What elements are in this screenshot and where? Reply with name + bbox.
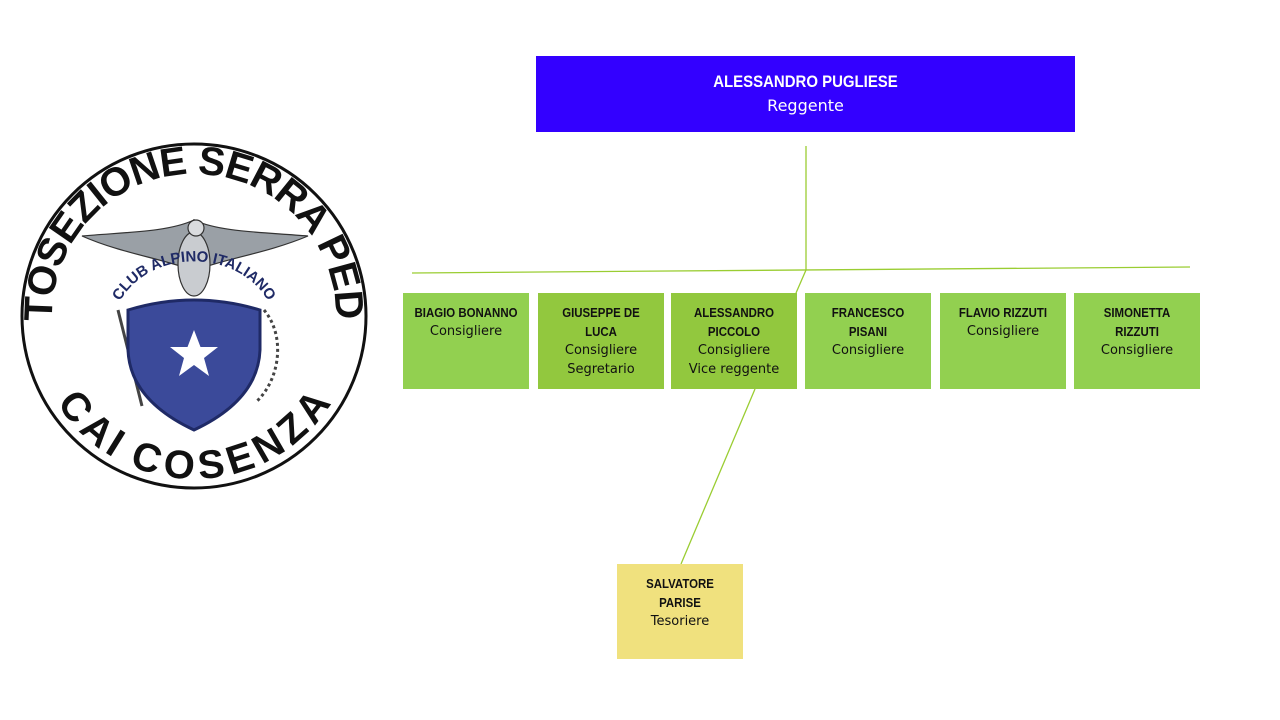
reggente-role: Reggente (767, 96, 844, 115)
connector-horizontal-bus (411, 266, 1191, 274)
star-icon (170, 330, 218, 376)
member-name: ALESSANDRO PICCOLO (693, 305, 775, 339)
treasurer-role: Tesoriere (650, 614, 710, 629)
member-box-bonanno: BIAGIO BONANNO Consigliere (403, 293, 529, 389)
member-box-flavio-rizzuti: FLAVIO RIZZUTI Consigliere (940, 293, 1066, 389)
member-name: FRANCESCO PISANI (831, 305, 905, 339)
member-role: Consigliere (1100, 343, 1174, 358)
member-role-secondary: Vice reggente (688, 362, 780, 377)
connector-bus-to-piccolo (795, 269, 807, 294)
member-role: Consigliere (831, 343, 905, 358)
cai-seal-logo: SOTTOSEZIONE SERRA PEDACE CAI COSENZA CL… (18, 140, 370, 490)
reggente-name: ALESSANDRO PUGLIESE (713, 72, 898, 91)
connector-piccolo-to-treasurer (680, 388, 756, 565)
member-role: Consigliere (564, 343, 638, 358)
member-box-de-luca: GIUSEPPE DE LUCA Consigliere Segretario (538, 293, 664, 389)
eagle-icon (81, 218, 309, 297)
member-box-piccolo: ALESSANDRO PICCOLO Consigliere Vice regg… (671, 293, 797, 389)
member-box-simonetta-rizzuti: SIMONETTA RIZZUTI Consigliere (1074, 293, 1200, 389)
member-name: SIMONETTA RIZZUTI (1103, 305, 1171, 339)
member-box-pisani: FRANCESCO PISANI Consigliere (805, 293, 931, 389)
member-role-secondary: Segretario (567, 362, 635, 377)
member-name: FLAVIO RIZZUTI (958, 305, 1048, 320)
member-role: Consigliere (697, 343, 771, 358)
member-role: Consigliere (429, 324, 503, 339)
reggente-box: ALESSANDRO PUGLIESE Reggente (536, 56, 1075, 132)
member-role: Consigliere (966, 324, 1040, 339)
member-name: GIUSEPPE DE LUCA (562, 305, 640, 339)
member-name: BIAGIO BONANNO (414, 305, 518, 320)
treasurer-box: SALVATORE PARISE Tesoriere (617, 564, 743, 659)
treasurer-name: SALVATORE PARISE (646, 576, 714, 610)
